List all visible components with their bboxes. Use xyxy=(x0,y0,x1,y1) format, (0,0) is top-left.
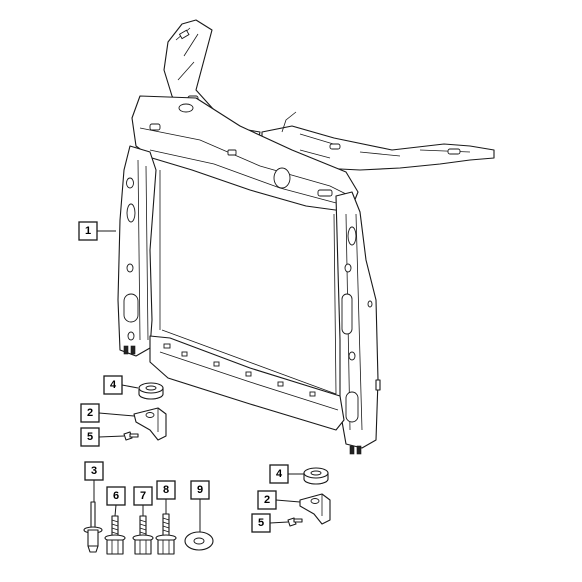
bolt-small-upper xyxy=(123,431,139,441)
screw-7 xyxy=(132,515,154,555)
callout-5-lower: 5 xyxy=(251,513,271,533)
callout-1: 1 xyxy=(78,221,98,241)
callout-9-label: 9 xyxy=(197,484,203,496)
callout-4-lower: 4 xyxy=(269,464,289,484)
callout-5-upper: 5 xyxy=(80,427,100,447)
callout-7-label: 7 xyxy=(140,490,146,502)
isolator-upper xyxy=(138,382,164,400)
screw-6 xyxy=(104,515,126,555)
callout-7: 7 xyxy=(133,486,153,506)
callout-5-upper-label: 5 xyxy=(87,431,93,443)
callout-4-lower-label: 4 xyxy=(276,468,283,480)
callout-3-label: 3 xyxy=(91,465,97,477)
leader-lines xyxy=(93,230,304,532)
callout-5-lower-label: 5 xyxy=(258,517,264,529)
callout-1-label: 1 xyxy=(85,225,91,237)
rivet xyxy=(83,501,103,553)
callout-3: 3 xyxy=(84,461,104,481)
washer xyxy=(184,531,214,551)
radiator-support-assembly xyxy=(117,19,495,455)
callout-9: 9 xyxy=(190,480,210,500)
callout-2-upper: 2 xyxy=(80,403,100,423)
callout-2-lower: 2 xyxy=(257,490,277,510)
screw-8 xyxy=(155,513,177,555)
callout-2-lower-label: 2 xyxy=(264,494,270,506)
callout-6-label: 6 xyxy=(113,490,119,502)
callout-4-upper-label: 4 xyxy=(110,379,117,391)
callout-6: 6 xyxy=(106,486,126,506)
bracket-upper xyxy=(133,407,167,441)
bolt-small-lower xyxy=(287,517,303,527)
isolator-lower xyxy=(303,467,329,485)
callout-8-label: 8 xyxy=(163,484,169,496)
bracket-lower xyxy=(299,493,331,525)
callout-8: 8 xyxy=(156,480,176,500)
callout-4-upper: 4 xyxy=(103,375,123,395)
callout-2-upper-label: 2 xyxy=(87,407,93,419)
